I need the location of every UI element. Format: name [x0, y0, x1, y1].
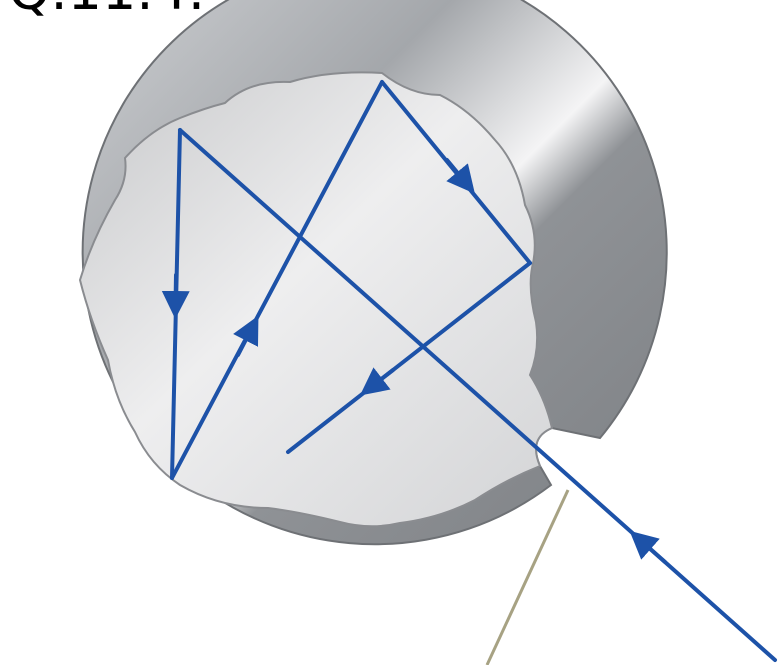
ray-arrow-incoming: [640, 540, 665, 562]
ray-arrow-left: [176, 275, 177, 305]
